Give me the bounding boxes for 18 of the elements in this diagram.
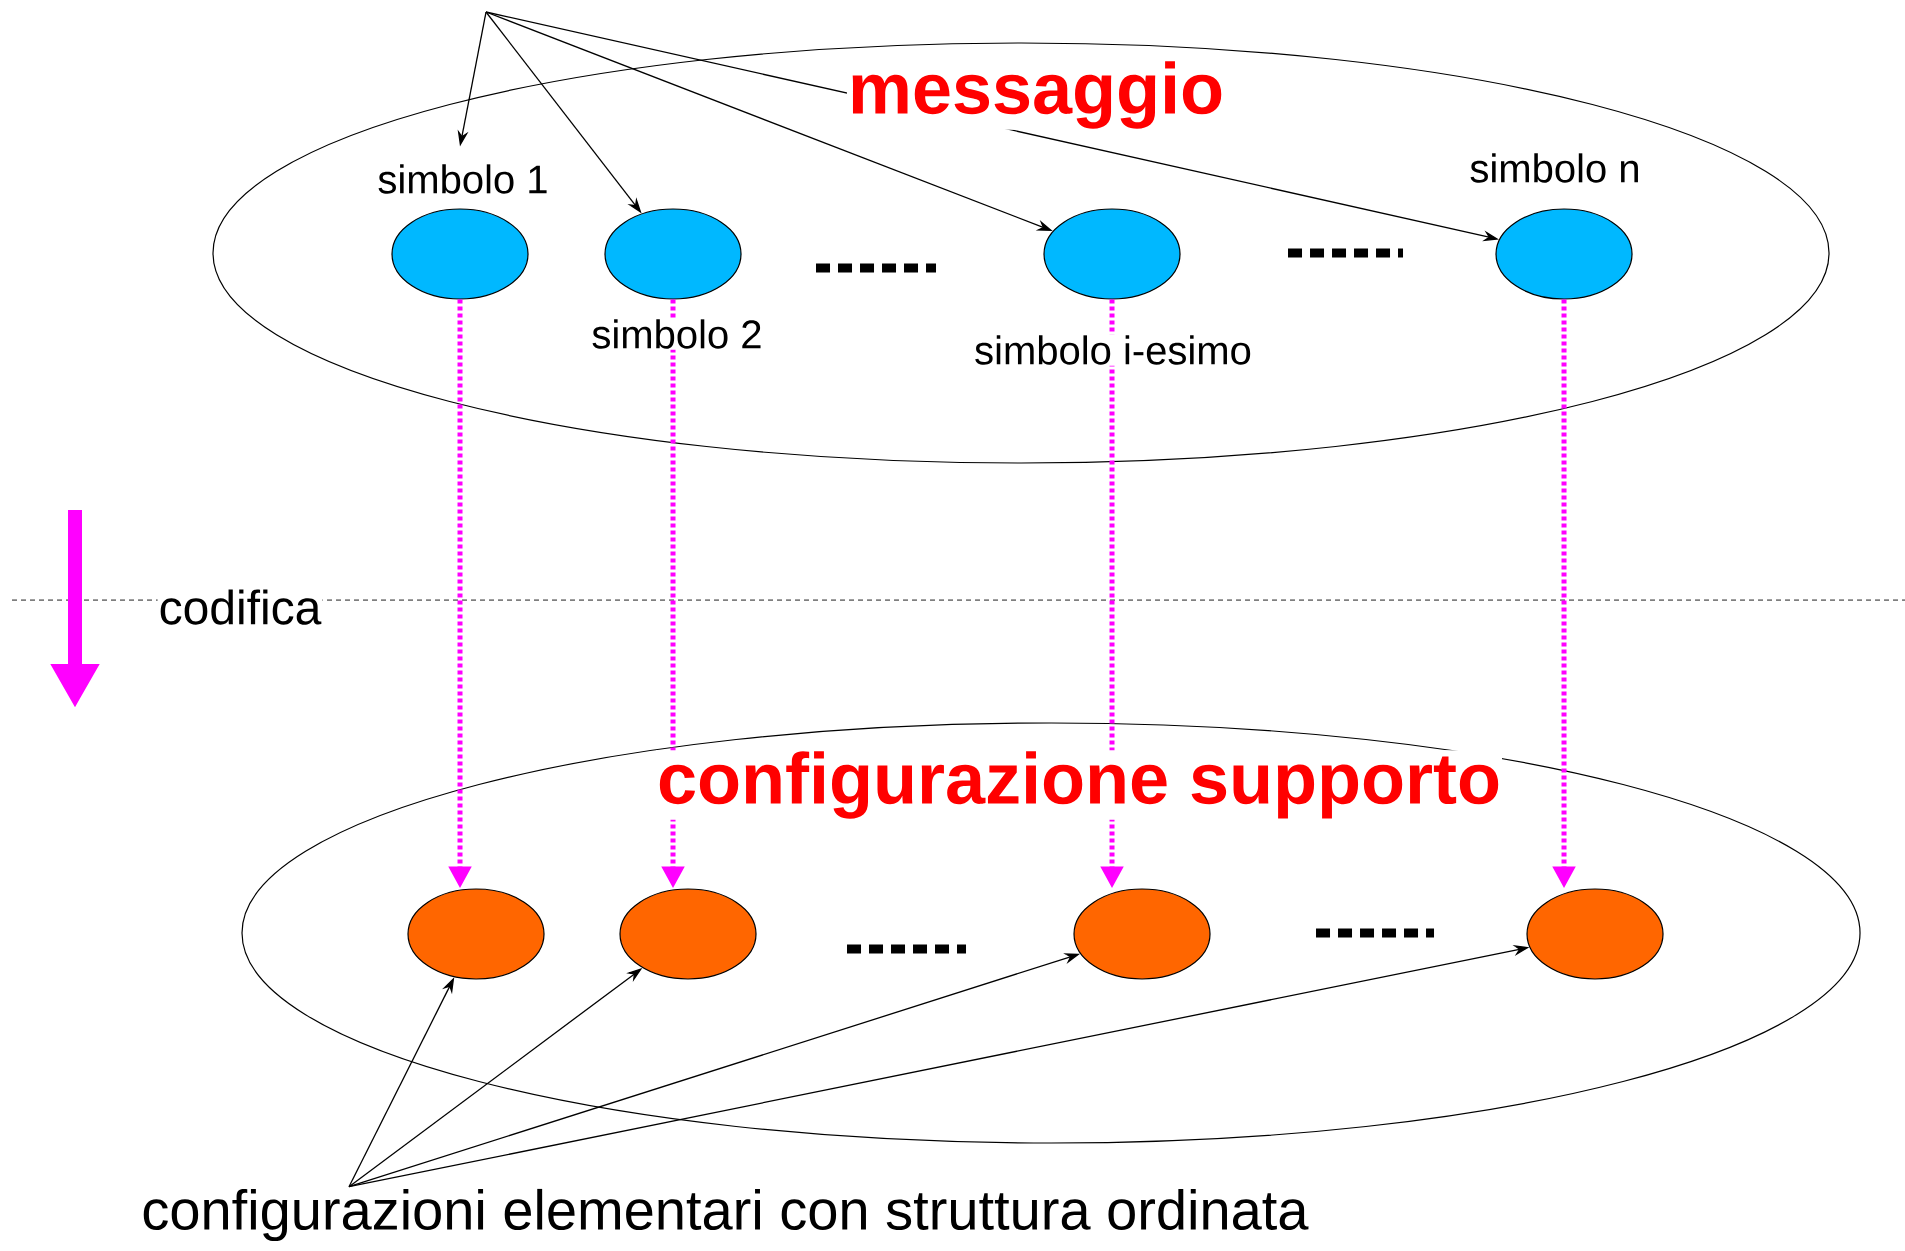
- symbol-ellipse: [407, 888, 545, 980]
- heading: configurazione supporto: [656, 750, 1502, 820]
- ellipse-region: [241, 722, 1861, 1144]
- symbol-ellipse: [1073, 888, 1211, 980]
- symbol-ellipse: [1043, 208, 1181, 300]
- caption-text: configurazioni elementari con struttura ordinata: [143, 1188, 1309, 1242]
- symbol-ellipse: [391, 208, 529, 300]
- symbol-label: simbolo i-esimo: [973, 334, 1253, 366]
- symbol-ellipse: [1495, 208, 1633, 300]
- symbol-ellipse: [1526, 888, 1664, 980]
- step-label: codifica: [157, 588, 323, 626]
- symbol-ellipse: [619, 888, 757, 980]
- heading: messaggio: [846, 60, 1226, 130]
- ellipse-region: [212, 42, 1830, 464]
- symbol-ellipse: [604, 208, 742, 300]
- symbol-label: simbolo n: [1468, 152, 1642, 184]
- symbol-label: simbolo 1: [376, 163, 550, 195]
- symbol-label: simbolo 2: [590, 318, 764, 350]
